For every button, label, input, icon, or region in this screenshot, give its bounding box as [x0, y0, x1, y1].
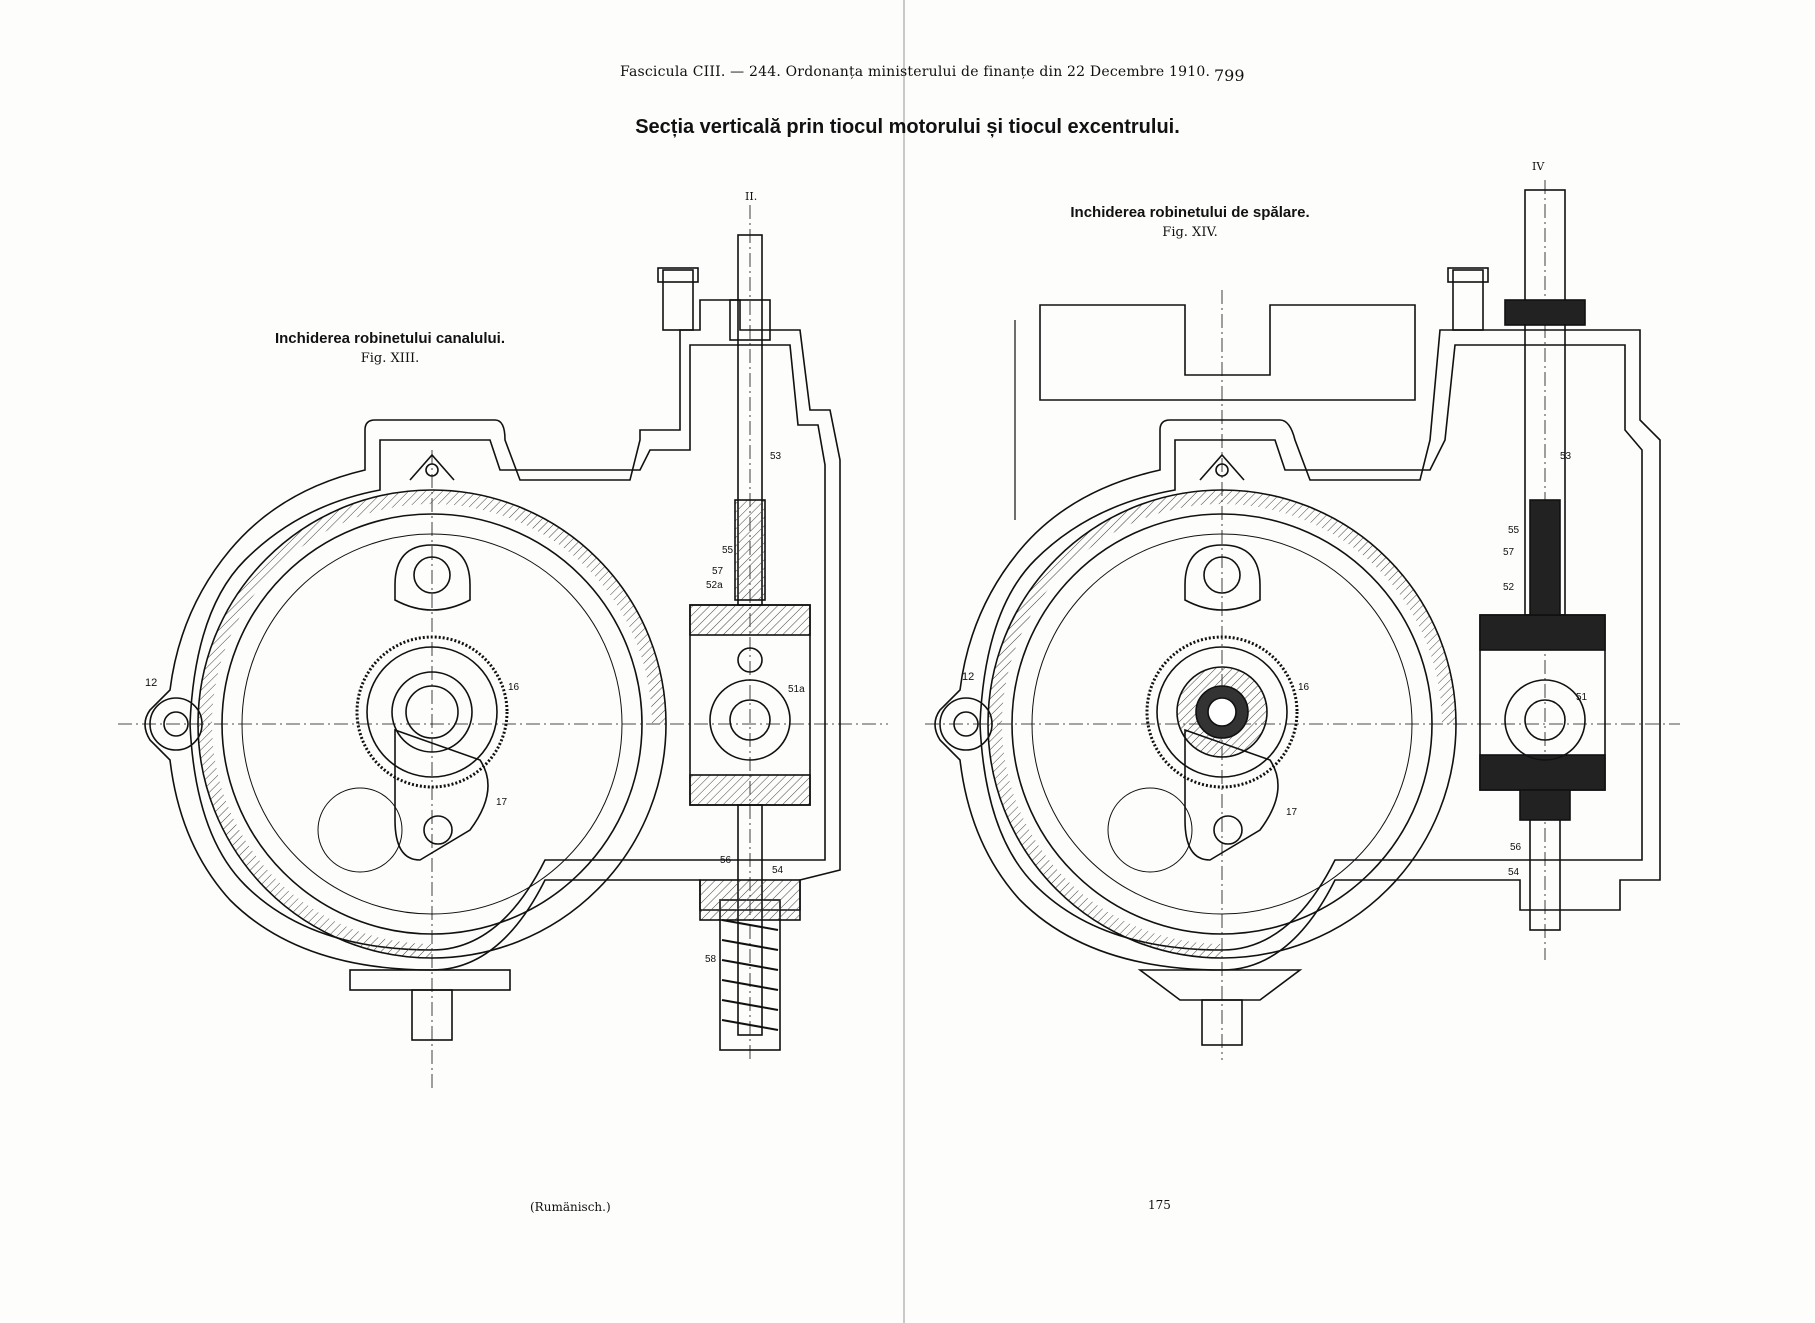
fig13-cock-51a [709, 679, 791, 761]
fig14-section-mark: IV [1532, 160, 1545, 173]
fig13-part-54: 54 [772, 865, 784, 876]
fig13-flywheel-outer [197, 489, 667, 959]
fig13-part-17: 17 [496, 797, 508, 808]
fig13-caption-block: Inchiderea robinetului canalului. Fig. X… [240, 330, 540, 366]
fig13-drawing [118, 205, 888, 1090]
fig13-part-labels: 12 16 17 53 55 57 52a 51a 56 54 58 [145, 451, 805, 965]
fig13-part-58: 58 [705, 954, 717, 965]
fig14-part-51: 51 [1576, 692, 1588, 703]
fig14-gear-16 [1145, 635, 1299, 789]
fig13-lubricator [662, 269, 694, 331]
fig14-part-16: 16 [1298, 682, 1310, 693]
fig14-casing-outer [934, 329, 1661, 971]
fig13-lug-12 [149, 697, 203, 751]
fig13-lever-17 [394, 728, 489, 861]
fig13-centerlines [118, 205, 888, 1090]
fig14-caption: Inchiderea robinetului de spălare. [1070, 204, 1310, 221]
fig13-gear-16 [355, 635, 509, 789]
fig14-part-52: 52 [1503, 582, 1515, 593]
fig13-part-57: 57 [712, 566, 724, 577]
fig13-part-16: 16 [508, 682, 520, 693]
fig13-casing-outer [144, 299, 841, 971]
fig14-part-labels: 12 16 17 53 55 57 52 51 56 54 [962, 451, 1588, 878]
fig14-lubricator [1452, 269, 1484, 331]
page-title: Secția verticală prin tiocul motorului ș… [635, 116, 1180, 138]
fig13-spindle [737, 234, 763, 606]
fig13-part-56: 56 [720, 855, 732, 866]
fig13-section-mark: II. [745, 190, 758, 203]
fig14-flywheel-outer [987, 489, 1457, 959]
footer-left: (Rumänisch.) [530, 1200, 611, 1214]
fig14-cock-51 [1504, 679, 1586, 761]
fig14-cover-block [1039, 304, 1416, 401]
fig13-part-51a: 51a [788, 684, 805, 695]
fig14-lug-12 [939, 697, 993, 751]
running-header: Fascicula CIII. — 244. Ordonanța ministe… [620, 64, 1211, 80]
fig13-part-52a: 52a [706, 580, 723, 591]
fig14-lever-17 [1184, 728, 1279, 861]
fig13-part-12: 12 [145, 677, 157, 689]
fig14-part-57: 57 [1503, 547, 1515, 558]
fig13-part-55: 55 [722, 545, 734, 556]
fig13-casing-hatch [432, 490, 666, 724]
fig14-part-55: 55 [1508, 525, 1520, 536]
fig14-label: Fig. XIV. [1162, 225, 1218, 240]
footer-right: 175 [1148, 1198, 1171, 1212]
fig13-caption: Inchiderea robinetului canalului. [274, 330, 506, 347]
book-gutter [903, 0, 905, 1323]
fig13-part-53: 53 [770, 451, 782, 462]
page-number: 799 [1214, 66, 1245, 85]
fig13-casing-inner [189, 344, 826, 951]
fig14-part-56: 56 [1510, 842, 1522, 853]
fig14-part-53: 53 [1560, 451, 1572, 462]
fig13-flywheel-ring [221, 513, 643, 935]
fig14-part-17: 17 [1286, 807, 1298, 818]
fig14-casing-inner [979, 344, 1643, 951]
fig14-part-12: 12 [962, 671, 974, 683]
fig14-caption-block: Inchiderea robinetului de spălare. Fig. … [1050, 204, 1330, 240]
fig13-label: Fig. XIII. [360, 351, 420, 366]
fig14-drawing [925, 180, 1680, 1060]
fig14-part-54: 54 [1508, 867, 1520, 878]
